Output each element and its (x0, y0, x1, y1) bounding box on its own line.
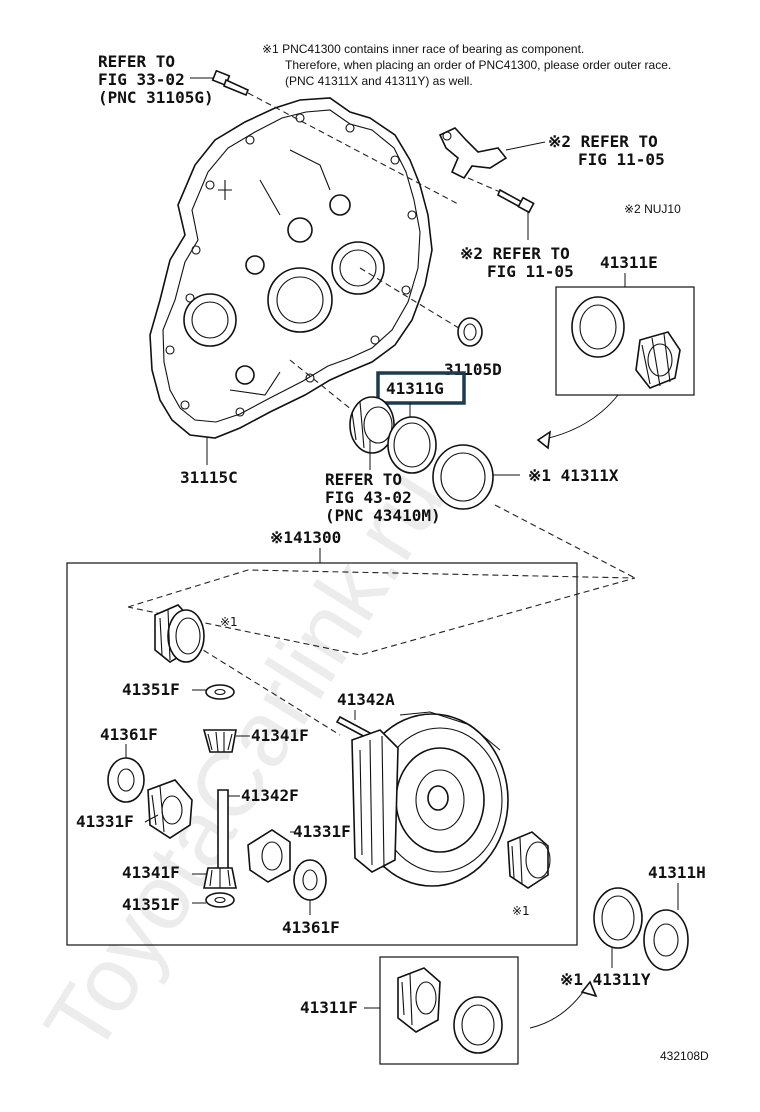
ref-fig-11-05-b-line2: FIG 11-05 (487, 262, 574, 281)
ref-fig-11-05-a-line2: FIG 11-05 (578, 150, 665, 169)
thrust-washer-41361F-right-illustration (293, 859, 327, 901)
note-1-line2: Therefore, when placing an order of PNC4… (285, 58, 671, 72)
mark-note1-a: ※1 (220, 615, 238, 629)
pinion-shaft-41342F-illustration (217, 789, 229, 879)
part-label-41311H: 41311H (648, 863, 706, 882)
part-label-41342F: 41342F (241, 786, 299, 805)
bearing-outer-race-41311Y-illustration (593, 887, 643, 949)
bracket-illustration (438, 127, 508, 180)
assembly-box-41300 (66, 562, 578, 946)
part-label-41351F-a: 41351F (122, 680, 180, 699)
ref-fig-33-02-line1: REFER TO (98, 52, 175, 71)
oil-seal-31105D-illustration (457, 317, 483, 347)
thrust-washer-41361F-left-illustration (107, 757, 145, 803)
note-1-line3: (PNC 41311X and 41311Y) as well. (285, 74, 473, 88)
bearing-cone-illustration (349, 396, 395, 454)
bolt-31105G-illustration (211, 69, 250, 97)
part-label-41331F-b: 41331F (293, 822, 351, 841)
bearing-inner-race-top-illustration (154, 604, 205, 663)
part-label-41361F-b: 41361F (282, 918, 340, 937)
ref-fig-43-02-line3: (PNC 43410M) (325, 506, 441, 525)
highlight-41311G (376, 371, 466, 405)
part-label-41341F-b: 41341F (122, 863, 180, 882)
ref-fig-33-02-line3: (PNC 31105G) (98, 88, 214, 107)
washer-41351F-top-illustration (205, 684, 235, 700)
part-label-31105D: 31105D (444, 360, 502, 379)
part-label-41311F: 41311F (300, 998, 358, 1017)
part-label-41351F-b: 41351F (122, 895, 180, 914)
differential-case-ring-gear-illustration (351, 711, 509, 887)
bearing-inner-race-bottom-illustration (507, 831, 551, 889)
part-label-41341F-a: 41341F (251, 726, 309, 745)
mark-note1-b: ※1 (512, 904, 530, 918)
part-label-41311Y: ※1 41311Y (560, 970, 651, 989)
part-label-31115C: 31115C (180, 468, 238, 487)
bearing-cup-41311G-illustration (387, 416, 437, 474)
side-gear-41331F-right-illustration (247, 829, 291, 883)
bearing-41311E-illustration (571, 296, 681, 389)
bearing-outer-race-41311X-illustration (432, 444, 494, 510)
pinion-gear-41341F-top-illustration (202, 729, 237, 753)
transaxle-housing-illustration (149, 97, 433, 439)
part-label-41342A: 41342A (337, 690, 395, 709)
part-label-41361F-a: 41361F (100, 725, 158, 744)
ref-fig-11-05-b-line1: ※2 REFER TO (460, 244, 570, 263)
ref-fig-43-02-line1: REFER TO (325, 470, 402, 489)
part-label-41331F-a: 41331F (76, 812, 134, 831)
detail-box-41311E (555, 286, 695, 396)
part-label-41300: ※141300 (270, 528, 341, 547)
bearing-41311F-illustration (397, 967, 503, 1054)
bolt-illustration (496, 188, 535, 214)
detail-box-41311F (379, 956, 519, 1065)
ref-fig-43-02-line2: FIG 43-02 (325, 488, 412, 507)
diagram-id: 432108D (660, 1049, 709, 1063)
ref-fig-11-05-a-line1: ※2 REFER TO (548, 132, 658, 151)
part-label-41311G: 41311G (386, 379, 444, 398)
part-label-41311E: 41311E (600, 253, 658, 272)
note-2: ※2 NUJ10 (624, 202, 681, 216)
pinion-gear-41341F-bottom-illustration (203, 867, 237, 889)
washer-41351F-bottom-illustration (205, 892, 235, 908)
side-gear-41331F-left-illustration (147, 779, 193, 839)
ref-fig-33-02-line2: FIG 33-02 (98, 70, 185, 89)
note-1-line1: ※1 PNC41300 contains inner race of beari… (262, 42, 584, 56)
part-label-41311X: ※1 41311X (528, 466, 619, 485)
shim-41311H-illustration (643, 909, 689, 971)
